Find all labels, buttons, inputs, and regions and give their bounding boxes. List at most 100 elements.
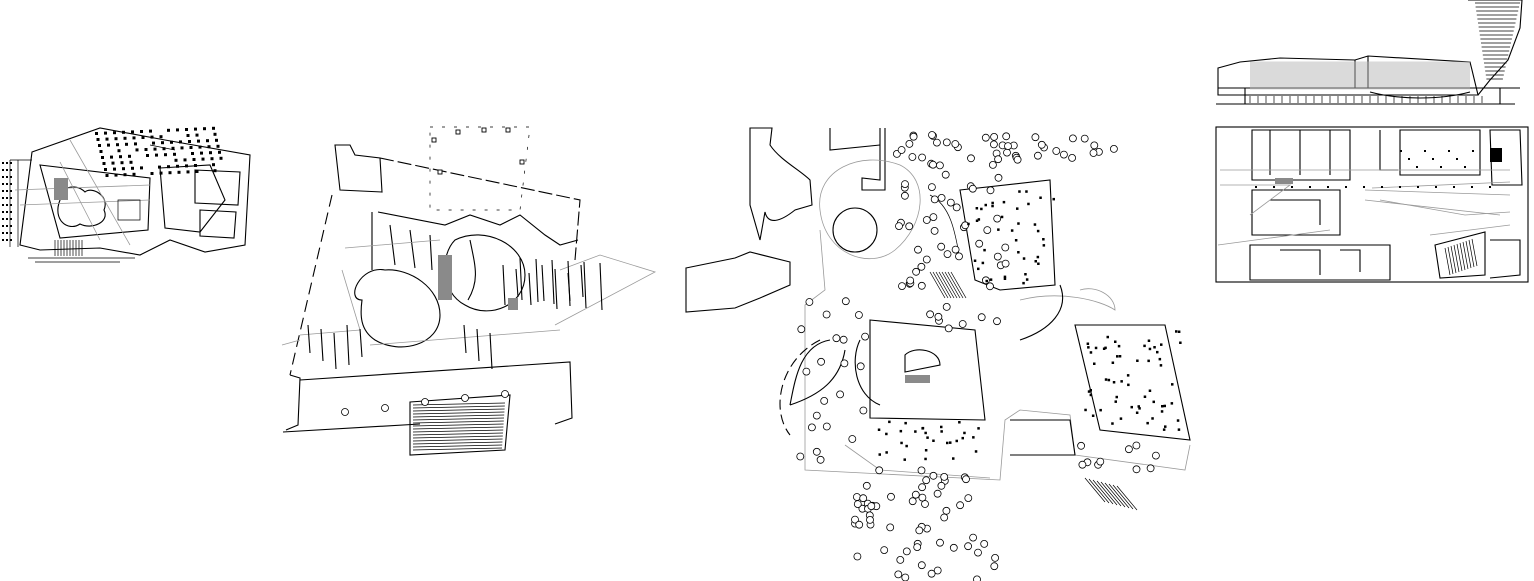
column bbox=[1143, 395, 1147, 398]
column bbox=[140, 130, 143, 133]
column bbox=[885, 432, 888, 436]
column bbox=[1084, 408, 1087, 412]
column bbox=[1171, 383, 1174, 386]
site-plan-3-stair bbox=[929, 271, 1138, 511]
column bbox=[183, 158, 187, 162]
column bbox=[168, 171, 172, 175]
column bbox=[1017, 222, 1020, 225]
column bbox=[219, 156, 223, 160]
tree bbox=[937, 242, 946, 251]
tree bbox=[1080, 134, 1089, 143]
column bbox=[1147, 339, 1151, 342]
column bbox=[176, 128, 179, 132]
column bbox=[1036, 229, 1040, 233]
slat bbox=[519, 257, 523, 301]
tree bbox=[990, 132, 998, 141]
stair-tread bbox=[412, 423, 504, 427]
column bbox=[1161, 405, 1164, 408]
tree bbox=[955, 252, 963, 261]
column bbox=[1435, 186, 1437, 188]
column bbox=[194, 127, 197, 131]
tree bbox=[936, 538, 944, 547]
column bbox=[195, 170, 199, 173]
column bbox=[946, 441, 949, 445]
column bbox=[123, 136, 127, 140]
tree bbox=[983, 226, 992, 235]
column bbox=[141, 136, 145, 139]
column bbox=[2, 176, 4, 178]
column bbox=[1164, 425, 1167, 428]
tree bbox=[967, 154, 975, 163]
column bbox=[111, 161, 115, 165]
column bbox=[1177, 330, 1181, 333]
column bbox=[381, 404, 389, 412]
column bbox=[152, 141, 155, 145]
column bbox=[1107, 378, 1111, 382]
column bbox=[904, 421, 907, 425]
column bbox=[1153, 346, 1156, 349]
column bbox=[207, 145, 211, 149]
seat-row bbox=[1444, 247, 1451, 276]
column bbox=[101, 156, 104, 159]
column bbox=[2, 232, 4, 234]
site-plan-3 bbox=[685, 127, 1191, 581]
column bbox=[212, 163, 215, 167]
tree bbox=[796, 452, 805, 461]
column bbox=[132, 172, 136, 176]
column bbox=[1179, 341, 1182, 344]
slat bbox=[320, 328, 324, 362]
tree bbox=[933, 489, 942, 498]
tree bbox=[836, 390, 844, 399]
column bbox=[1111, 361, 1115, 364]
column bbox=[195, 133, 199, 137]
column bbox=[1003, 277, 1007, 280]
tree bbox=[991, 554, 999, 562]
column bbox=[1114, 340, 1117, 343]
tree bbox=[989, 160, 997, 169]
tree bbox=[930, 226, 939, 235]
tree bbox=[848, 435, 857, 443]
column bbox=[997, 228, 1000, 231]
column bbox=[116, 143, 119, 147]
tree bbox=[937, 193, 946, 202]
column bbox=[105, 137, 109, 141]
tree bbox=[956, 501, 964, 510]
tree bbox=[895, 222, 903, 231]
column bbox=[1453, 186, 1455, 188]
seat-row bbox=[1447, 246, 1454, 275]
column bbox=[1472, 150, 1474, 152]
tree bbox=[797, 325, 806, 334]
column bbox=[1148, 389, 1152, 392]
column bbox=[210, 157, 214, 161]
column bbox=[461, 394, 469, 402]
slat bbox=[583, 261, 587, 309]
floor-plan-4 bbox=[1215, 126, 1529, 283]
stair-tread bbox=[944, 271, 961, 299]
column bbox=[455, 129, 461, 135]
column bbox=[164, 153, 167, 157]
column bbox=[1089, 393, 1093, 397]
tree bbox=[951, 140, 960, 148]
column bbox=[1417, 186, 1419, 188]
tree bbox=[1132, 441, 1141, 450]
column bbox=[1448, 150, 1450, 152]
tree bbox=[946, 198, 955, 207]
column bbox=[877, 428, 881, 431]
column bbox=[110, 155, 113, 159]
tree bbox=[918, 483, 926, 492]
column bbox=[197, 139, 200, 143]
column bbox=[985, 279, 988, 283]
tree bbox=[928, 183, 936, 192]
column bbox=[1160, 410, 1164, 413]
plan-4-columns bbox=[1255, 150, 1491, 188]
column bbox=[1137, 405, 1140, 408]
column bbox=[10, 169, 12, 171]
column bbox=[1156, 350, 1159, 354]
stair-tread bbox=[412, 432, 504, 436]
slat bbox=[567, 260, 571, 307]
column bbox=[6, 225, 8, 227]
column bbox=[1091, 414, 1095, 417]
tree bbox=[969, 533, 977, 542]
column bbox=[1175, 330, 1178, 333]
column bbox=[431, 137, 437, 143]
